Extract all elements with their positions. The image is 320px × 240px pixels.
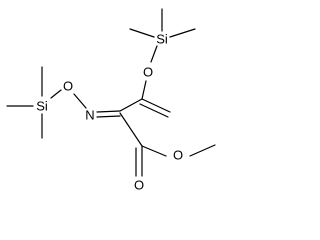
bond-n-to-o-left <box>73 93 87 109</box>
bond-vinyl-line-2 <box>139 103 169 118</box>
chemical-structure-diagram: Si O N O Si O O <box>6 8 216 193</box>
atom-si-left: Si <box>36 99 48 114</box>
bond-o-ester-to-methyl <box>189 144 216 157</box>
trimethylsilyl-left-group <box>6 66 43 139</box>
atom-o-ester: O <box>173 148 183 163</box>
imine-double-bond <box>96 110 121 118</box>
bond-carbonyl-carbon-to-o-ester <box>141 145 167 157</box>
bond-o-left-to-si-left <box>50 89 62 99</box>
bond-enol-carbon-to-central-carbon <box>119 98 143 112</box>
carbonyl-double-bond <box>135 145 143 177</box>
trimethylsilyl-top-group <box>129 8 196 63</box>
bond-si-top-methyl-right <box>169 28 196 38</box>
bond-imine-line-1 <box>96 110 121 113</box>
atom-n: N <box>85 108 94 123</box>
atom-o-carbonyl: O <box>134 178 144 193</box>
vinyl-double-bond <box>139 98 171 118</box>
bond-o-top-to-enol-carbon <box>141 80 147 100</box>
bond-imine-line-2 <box>96 115 121 118</box>
bond-si-top-to-o-top <box>150 45 158 63</box>
atom-o-top: O <box>143 65 153 80</box>
bond-central-carbon-to-carbonyl-carbon <box>119 112 143 147</box>
atom-si-top: Si <box>156 32 168 47</box>
bond-vinyl-line-1 <box>141 98 171 113</box>
atom-o-left: O <box>63 79 73 94</box>
bond-si-top-methyl-left <box>129 28 155 38</box>
